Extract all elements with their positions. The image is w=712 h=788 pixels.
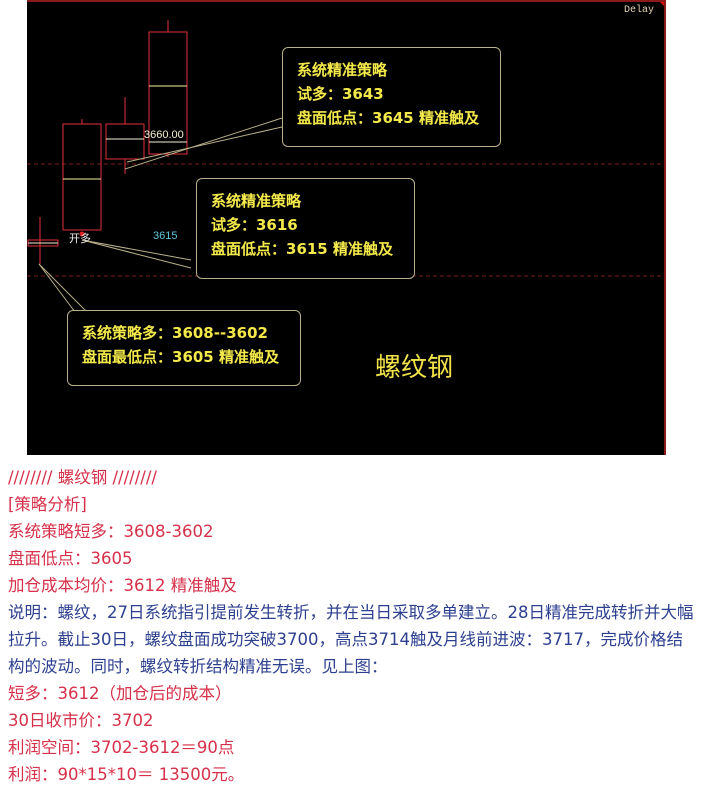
candle-2-body	[62, 123, 102, 231]
signal-label: 开多	[69, 233, 91, 245]
callout-bottom: 系统策略多：3608--3602 盘面最低点：3605 精准触及	[67, 310, 301, 386]
section-title: [策略分析]	[8, 495, 87, 514]
chart-plot	[27, 20, 664, 313]
candle-3-body	[105, 123, 145, 160]
callout-top-line-3: 盘面低点：3645 精准触及	[297, 109, 479, 127]
callout-bottom-line-1: 系统策略多：3608--3602	[82, 324, 268, 342]
strategy-line: 系统策略短多：3608-3602	[8, 522, 214, 541]
callout-top-line-1: 系统精准策略	[297, 61, 388, 79]
callout-middle-line-1: 系统精准策略	[211, 192, 302, 210]
callout-middle-line-3: 盘面低点：3615 精准触及	[211, 240, 393, 258]
callout-top-line-2: 试多：3643	[297, 85, 384, 103]
corner-marker-icon	[658, 2, 664, 8]
price-label-3660: 3660.00	[144, 129, 184, 141]
callout-middle-line-2: 试多：3616	[211, 216, 298, 234]
profit-line: 利润：90*15*10＝ 13500元。	[8, 765, 245, 784]
close-price-line: 30日收市价：3702	[8, 711, 154, 730]
callout-bottom-line-2: 盘面最低点：3605 精准触及	[82, 348, 279, 366]
product-title: 螺纹钢	[375, 353, 454, 383]
callout-top: 系统精准策略 试多：3643 盘面低点：3645 精准触及	[282, 47, 501, 147]
signal-dot-icon	[79, 231, 85, 237]
short-long-line: 短多：3612（加仓后的成本）	[8, 684, 232, 703]
average-cost-line: 加仓成本均价：3612 精准触及	[8, 576, 237, 595]
article-heading: //////// 螺纹钢 ////////	[8, 468, 157, 487]
description-paragraph: 说明：螺纹，27日系统指引提前发生转折，并在当日采取多单建立。28日精准完成转折…	[8, 603, 694, 676]
article: //////// 螺纹钢 //////// [策略分析] 系统策略短多：3608…	[8, 464, 708, 788]
callout-middle: 系统精准策略 试多：3616 盘面低点：3615 精准触及	[196, 178, 415, 279]
candlestick-chart: Delay 3660.00 3615	[27, 0, 666, 455]
delay-label: Delay	[623, 5, 654, 16]
low-point-line: 盘面低点：3605	[8, 549, 133, 568]
profit-range-line: 利润空间：3702-3612＝90点	[8, 738, 235, 757]
price-label-3615: 3615	[153, 230, 178, 242]
